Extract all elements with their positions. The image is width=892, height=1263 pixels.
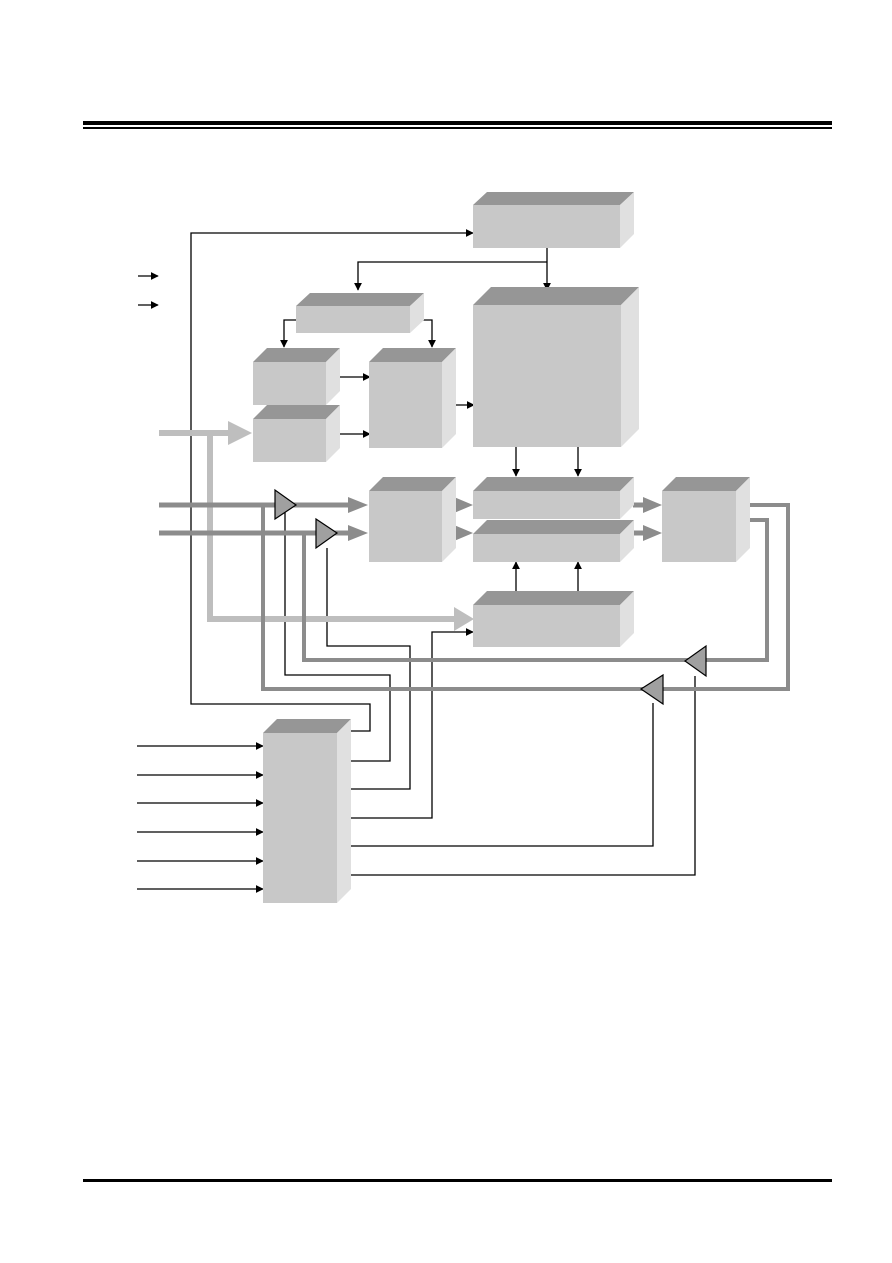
buffers bbox=[274, 488, 707, 706]
ctrl-out-2-line bbox=[326, 548, 411, 790]
return-loop-inner bbox=[302, 518, 769, 662]
control-logic-block bbox=[263, 719, 351, 903]
dark-bus-2-arrow bbox=[348, 525, 368, 541]
control-loop-line bbox=[190, 229, 474, 732]
buffer-4-icon bbox=[639, 673, 664, 706]
upper-left-line bbox=[280, 319, 296, 348]
upper-right-line bbox=[421, 319, 436, 348]
middle-data-block bbox=[369, 477, 456, 562]
left-upper-block bbox=[253, 348, 340, 405]
lower-center-block bbox=[473, 591, 634, 647]
light-bus-branch bbox=[207, 433, 462, 622]
legend bbox=[138, 272, 159, 309]
dark-bus-1-arrow bbox=[348, 497, 368, 513]
right-output-block bbox=[662, 477, 750, 562]
upper-small-block bbox=[296, 293, 424, 333]
ctrl-out-4-line bbox=[348, 703, 654, 847]
top-to-upper-line bbox=[354, 261, 547, 291]
center-lower-block bbox=[473, 520, 634, 562]
light-bus-branch-arrow bbox=[454, 607, 474, 631]
center-upper-block bbox=[473, 477, 634, 519]
middle-block bbox=[369, 348, 456, 448]
top-control-block bbox=[473, 192, 634, 248]
central-array-block bbox=[473, 287, 639, 447]
data-buses bbox=[159, 421, 790, 691]
buffer-1-icon bbox=[274, 488, 298, 521]
return-loop-outer bbox=[261, 503, 790, 691]
ctrl-out-5-line bbox=[348, 676, 696, 876]
ctrl-out-3-line bbox=[348, 628, 474, 819]
header-rule-thick bbox=[83, 121, 832, 125]
buffer-2-icon bbox=[315, 517, 339, 550]
footer-rule bbox=[83, 1179, 832, 1182]
buffer-3-icon bbox=[683, 644, 707, 678]
left-lower-block bbox=[253, 405, 340, 462]
light-bus-arrow bbox=[228, 421, 252, 445]
header-rule-thin bbox=[83, 127, 832, 129]
